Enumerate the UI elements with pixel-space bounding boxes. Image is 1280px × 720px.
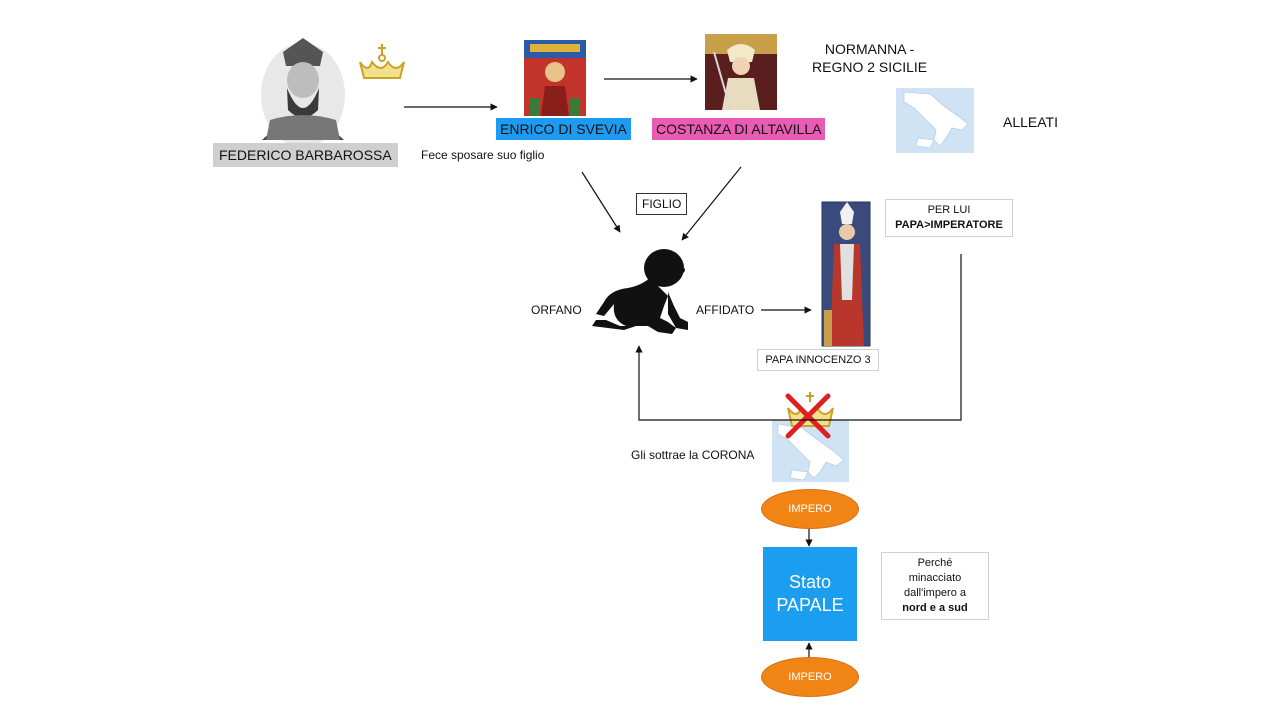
impero-bottom: IMPERO <box>761 657 859 697</box>
perche-line-3: dall'impero a <box>903 587 967 599</box>
perche-line-4: nord e a sud <box>902 602 968 614</box>
perche-line-1: Perché <box>917 557 953 569</box>
alleati-label: ALLEATI <box>1003 114 1058 130</box>
normanna-line-2: REGNO 2 SICILIE <box>812 59 928 75</box>
stato-papale-box: Stato PAPALE <box>763 547 857 641</box>
figlio-label: FIGLIO <box>636 193 688 215</box>
enrico-label: ENRICO DI SVEVIA <box>496 118 631 140</box>
orfano-label: ORFANO <box>531 303 582 317</box>
perche-box: Perché minacciato dall'impero a nord e a… <box>881 552 989 620</box>
sottrae-label: Gli sottrae la CORONA <box>631 448 755 462</box>
stato-line-2: PAPALE <box>776 595 844 615</box>
normanna-label: NORMANNA - REGNO 2 SICILIE <box>812 40 927 76</box>
normanna-line-1: NORMANNA - <box>824 41 915 57</box>
costanza-label: COSTANZA DI ALTAVILLA <box>652 118 826 140</box>
per-lui-line-2: PAPA>IMPERATORE <box>895 219 1003 231</box>
fece-sposare-label: Fece sposare suo figlio <box>421 148 545 162</box>
perche-line-2: minacciato <box>908 572 962 584</box>
impero-top: IMPERO <box>761 489 859 529</box>
affidato-label: AFFIDATO <box>696 303 755 317</box>
per-lui-line-1: PER LUI <box>927 204 971 216</box>
stato-line-1: Stato <box>788 572 832 592</box>
per-lui-box: PER LUI PAPA>IMPERATORE <box>885 199 1013 237</box>
papa-label: PAPA INNOCENZO 3 <box>757 349 879 371</box>
federico-label: FEDERICO BARBAROSSA <box>213 143 398 167</box>
